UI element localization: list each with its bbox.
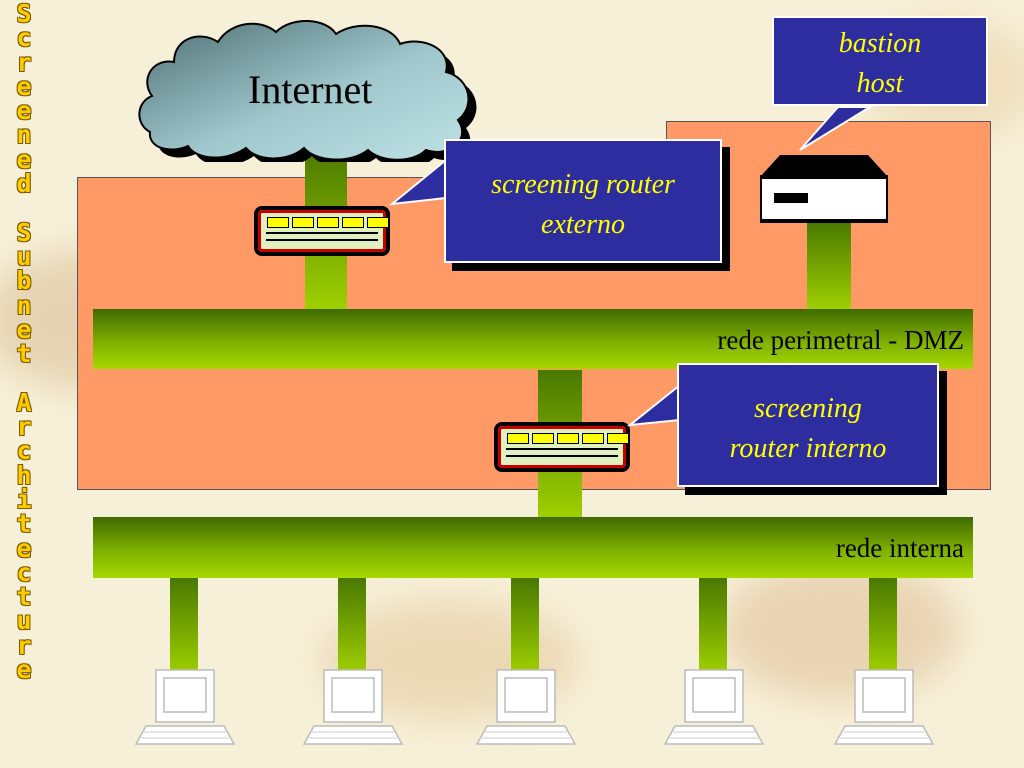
computer-icon [663,669,765,745]
link-bastion-dmz [807,222,851,310]
router-leds [267,217,389,228]
callout-router-externo: screening router externo [444,139,722,263]
computer-icon [833,669,935,745]
title-letter: e [16,71,32,101]
callout-line: bastion [838,28,922,59]
title-letter: c [16,436,32,466]
link-pc-5 [869,578,897,674]
title-letter: S [16,217,32,247]
computer-icon [475,669,577,745]
router-leds [507,433,629,444]
dmz-network-label: rede perimetral - DMZ [717,325,964,355]
callout-router-interno: screening router interno [677,363,939,487]
title-letter: e [16,655,32,685]
title-letter: u [16,606,32,636]
callout-line: screening [754,393,862,424]
callout-line: externo [541,209,625,240]
link-pc-3 [511,578,539,674]
cloud-icon [138,19,477,162]
internal-network-bar [93,517,973,578]
title-letter: n [16,120,32,150]
title-letter: d [16,169,32,199]
internal-network-label: rede interna [835,533,964,563]
title-letter: A [16,387,32,417]
title-letter: t [16,509,32,539]
server-icon [760,155,888,223]
callout-line: screening router [491,169,675,200]
callout-bastion-host: bastion host [772,16,988,106]
title-letter: u [16,241,32,271]
cloud-label: Internet [248,67,373,112]
title-letter: b [16,266,32,296]
callout-line: router interno [729,433,887,464]
title-letter: c [16,557,32,587]
title-letter: i [16,484,32,514]
computer-icon [302,669,404,745]
callout-line: host [856,68,904,99]
title-letter: e [16,314,32,344]
link-pc-1 [170,578,198,674]
internal-router [494,422,630,472]
dmz-network-bar [93,309,973,369]
title-letter: e [16,96,32,126]
title-letter: r [16,47,32,77]
title-letter: S [16,0,32,28]
link-pc-2 [338,578,366,674]
title-letter: n [16,290,32,320]
background-blob [720,560,960,700]
computer-icon [134,669,236,745]
title-letter: t [16,339,32,369]
external-router [254,206,390,256]
title-letter: c [16,23,32,53]
title-letter: e [16,533,32,563]
title-letter: h [16,460,32,490]
title-letter: r [16,412,32,442]
title-letter: r [16,630,32,660]
title-letter: e [16,144,32,174]
link-pc-4 [699,578,727,674]
title-letter: t [16,582,32,612]
